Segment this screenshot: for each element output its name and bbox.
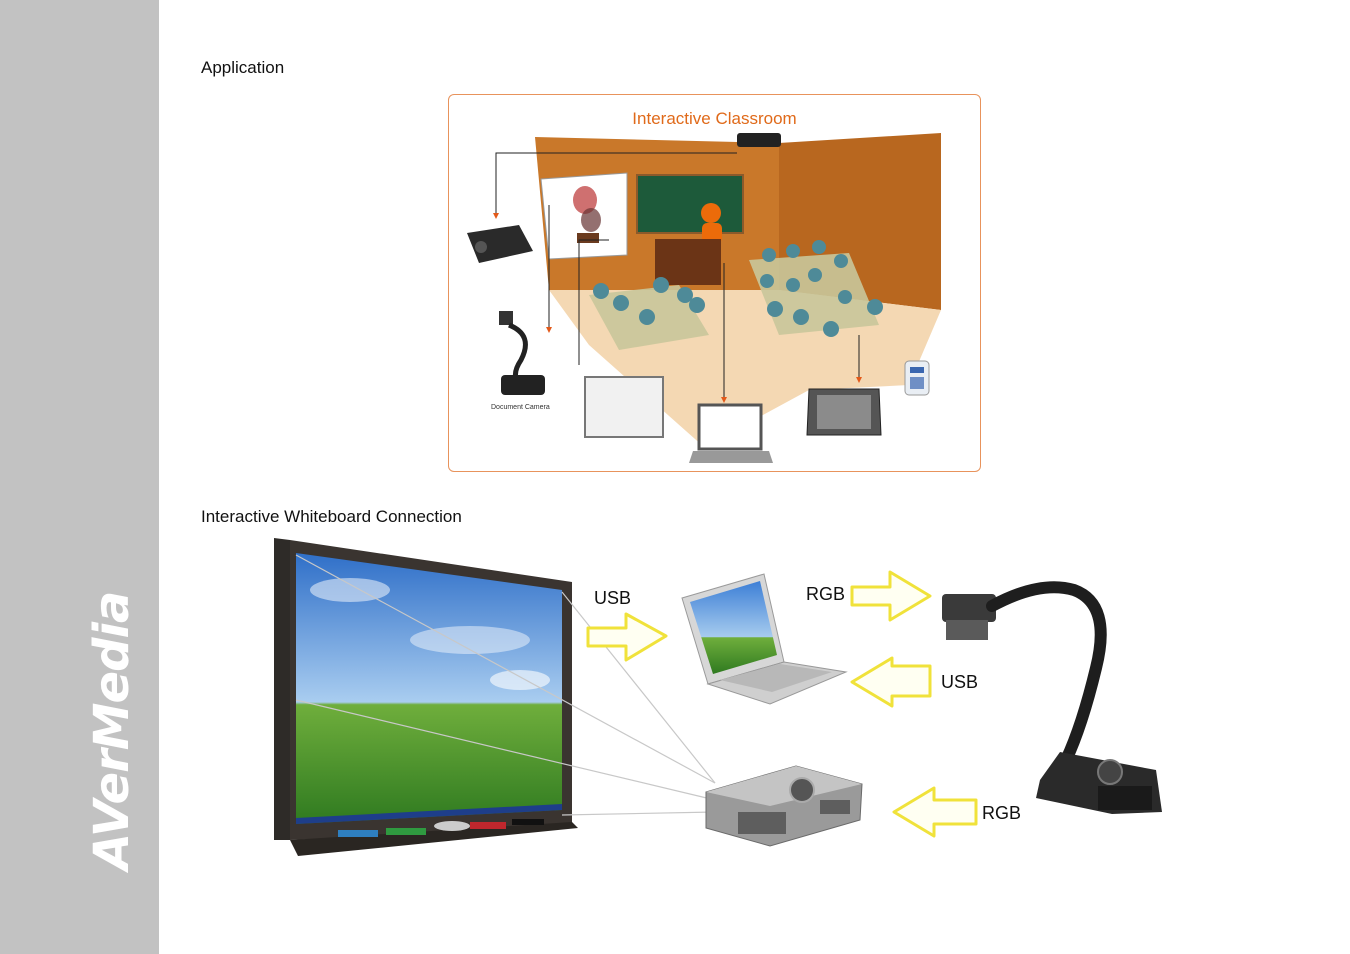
rgb-label: RGB (806, 584, 846, 604)
classroom-title: Interactive Classroom (632, 109, 797, 128)
usb-label: USB (941, 672, 979, 692)
projector-icon (705, 765, 863, 847)
lectern (655, 239, 721, 285)
sidebar: AVerMedia (0, 0, 159, 954)
document-camera-caption: Document Camera (491, 404, 550, 411)
usb-label: USB (594, 588, 632, 608)
arrow-right-icon (850, 570, 932, 622)
document-camera-icon (499, 311, 545, 395)
projector-icon (467, 225, 533, 263)
classroom-illustration: Document Camera (467, 133, 941, 463)
tablet-icon (806, 388, 882, 436)
arrow-left-icon (850, 656, 932, 708)
rgb-label: RGB (982, 803, 1022, 823)
document-camera-icon (942, 581, 1162, 814)
interactive-classroom-panel: Interactive Classroom (448, 94, 981, 472)
chalkboard (636, 174, 744, 234)
students-icon (593, 240, 883, 337)
teacher-icon (701, 203, 721, 223)
arrow-right-icon (586, 612, 668, 662)
avermedia-logo: AVerMedia (84, 591, 140, 870)
ceiling-projector-icon (737, 133, 781, 147)
whiteboard-icon (584, 376, 664, 438)
interactive-whiteboard-icon (274, 538, 578, 856)
dna-model-icon (573, 186, 601, 243)
arrow-left-icon (892, 786, 978, 838)
response-remote-icon (904, 360, 930, 396)
application-heading: Application (201, 58, 285, 77)
whiteboard-connection-heading: Interactive Whiteboard Connection (201, 507, 462, 526)
laptop-icon (689, 403, 773, 463)
